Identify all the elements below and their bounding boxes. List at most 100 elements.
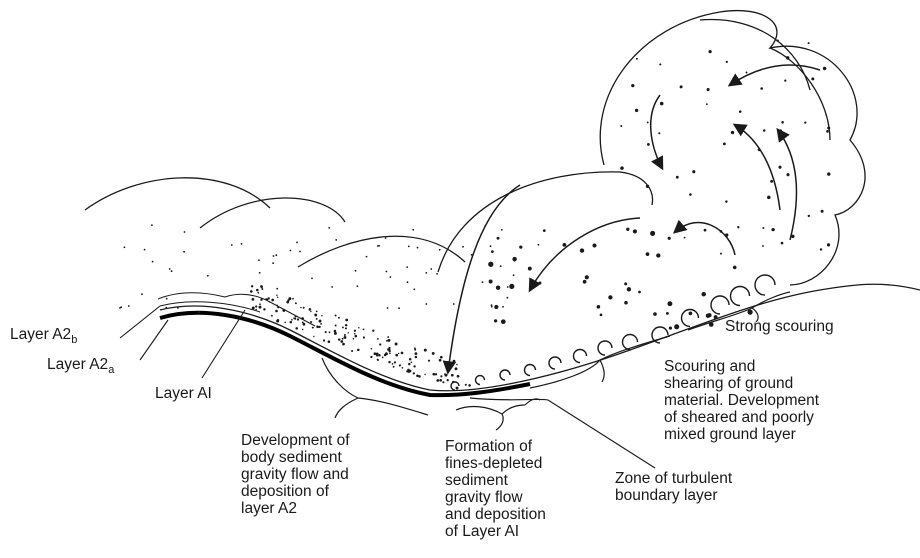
sediment-dot: [456, 364, 458, 366]
sediment-dot: [177, 307, 179, 309]
sediment-dot: [762, 227, 764, 229]
sediment-dot: [303, 323, 306, 326]
sediment-dot: [620, 125, 622, 127]
sediment-dot: [120, 306, 122, 308]
sediment-dot: [389, 339, 391, 341]
sediment-dot: [320, 323, 322, 325]
label-body-flow: Development of body sediment gravity flo…: [241, 432, 350, 517]
sediment-dot: [706, 313, 710, 317]
sediment-dot: [436, 379, 439, 382]
sediment-dot: [408, 246, 410, 248]
sediment-dot: [418, 375, 420, 377]
sediment-dot: [497, 237, 500, 240]
sediment-dot: [424, 349, 427, 352]
sediment-dot: [358, 327, 360, 329]
sediment-dot: [395, 354, 398, 357]
sediment-dot: [342, 326, 344, 328]
sediment-dot: [491, 304, 493, 306]
sediment-dot: [714, 315, 718, 319]
sediment-dot: [310, 311, 311, 312]
sediment-dot: [255, 309, 257, 311]
sediment-dot: [528, 267, 532, 271]
sediment-dot: [656, 253, 660, 257]
sediment-dot: [660, 102, 664, 106]
sediment-dot: [169, 268, 171, 270]
sediment-dot: [184, 231, 186, 233]
sediment-dot: [808, 42, 810, 44]
sediment-dot: [490, 245, 492, 247]
sediment-dot: [583, 280, 587, 284]
sediment-dot: [402, 367, 404, 369]
sediment-dot: [666, 312, 669, 315]
sediment-dot: [767, 196, 771, 200]
sediment-dot: [638, 291, 641, 294]
sediment-dot: [633, 229, 637, 233]
label-fines-depleted: Formation of fines-depleted sediment gra…: [445, 438, 546, 540]
sediment-dot: [513, 274, 515, 276]
sediment-dot: [543, 229, 546, 232]
sediment-dot: [390, 276, 392, 278]
eddy-curl: [731, 287, 750, 306]
sediment-dot: [273, 255, 275, 257]
sediment-dot: [701, 292, 706, 297]
sediment-dot: [430, 268, 432, 270]
sediment-dot: [451, 374, 454, 377]
sediment-dot: [491, 250, 494, 253]
sediment-dot: [311, 278, 313, 280]
sediment-dot: [340, 340, 343, 343]
sediment-dot: [382, 357, 384, 359]
sediment-dot: [351, 350, 353, 352]
sediment-dot: [414, 347, 416, 349]
sediment-dot: [207, 275, 209, 277]
eddy-curl: [574, 350, 587, 363]
sediment-dot: [335, 314, 337, 316]
sediment-dot: [292, 298, 294, 300]
sediment-dot: [283, 309, 285, 311]
sediment-dot: [726, 61, 728, 63]
sediment-dot: [198, 311, 200, 313]
sediment-dot: [457, 375, 460, 378]
sediment-dot: [344, 334, 346, 336]
sediment-dot: [667, 301, 672, 306]
eddy-curl: [525, 365, 536, 376]
arrow-loop-1: [675, 223, 735, 255]
sediment-dot: [706, 103, 708, 105]
sediment-dot: [309, 308, 312, 311]
ash-cloud-lobes: [600, 11, 865, 285]
sediment-dot: [286, 301, 289, 304]
sediment-dot: [355, 270, 357, 272]
sediment-dot: [444, 373, 446, 375]
arrow-upward: [778, 130, 796, 240]
eddy-curl: [598, 341, 612, 355]
sediment-dot: [389, 350, 391, 352]
sediment-dot: [338, 338, 340, 340]
sediment-dot: [585, 275, 589, 279]
sediment-dot: [353, 338, 355, 340]
sediment-dot: [425, 272, 427, 274]
sediment-dot: [271, 315, 273, 317]
sediment-dot: [259, 272, 261, 274]
sediment-dot: [646, 185, 649, 188]
sediment-dot: [377, 338, 379, 340]
sediment-dot: [720, 253, 722, 255]
sediment-dot: [731, 131, 734, 134]
sediment-dot: [781, 242, 784, 245]
sediment-dot: [821, 210, 824, 213]
label-scouring-shearing: Scouring and shearing of ground material…: [664, 358, 819, 443]
sediment-dot: [439, 359, 442, 362]
sediment-dot: [260, 285, 263, 288]
sediment-dot: [455, 367, 458, 370]
sediment-dot: [144, 249, 146, 251]
bracket-body-flow: [322, 358, 428, 418]
sediment-dot: [165, 307, 167, 309]
sediment-dot: [760, 87, 763, 90]
sediment-dot: [407, 281, 409, 283]
sediment-dot: [329, 331, 331, 333]
sediment-dot: [295, 315, 297, 317]
sediment-dot: [646, 252, 650, 256]
sediment-dot: [723, 142, 726, 145]
sediment-dot: [263, 308, 265, 310]
sediment-dot: [288, 297, 291, 300]
sediment-dot: [171, 270, 173, 272]
sediment-dot: [328, 227, 330, 229]
